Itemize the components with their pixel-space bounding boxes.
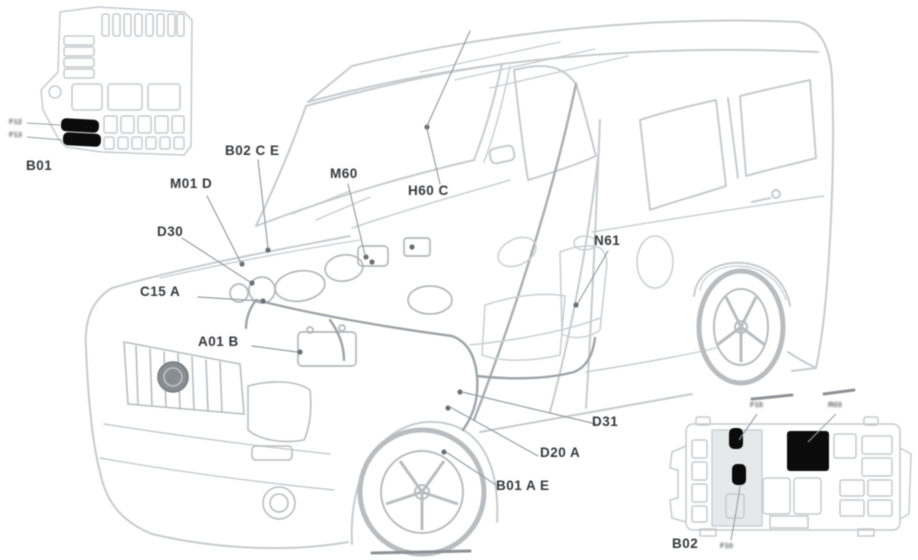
component-label-h60c: H60 C (408, 183, 449, 198)
inset-label-b02: B02 (672, 536, 699, 551)
connector-points (239, 124, 579, 455)
b01-highlighted-fuse-1 (60, 118, 100, 133)
front-seat (559, 245, 608, 339)
fog-lamp (262, 486, 296, 520)
fusebox-b02-inset (669, 413, 912, 541)
side-mirror (488, 144, 516, 165)
interior-sketch (351, 179, 674, 361)
fuse-ref-label: F15 (750, 400, 763, 409)
component-label-m60: M60 (330, 166, 358, 181)
rear-quarter-window (739, 79, 817, 177)
b01-relay-row (71, 83, 181, 111)
rear-wheel (696, 268, 786, 386)
component-label-n61: N61 (594, 233, 621, 248)
headlight (247, 381, 312, 443)
front-wheel (357, 427, 487, 557)
fuse-ref-label: R03 (828, 400, 842, 409)
b01-highlighted-fuse-2 (62, 132, 102, 147)
b02-ref-leaders (730, 413, 837, 541)
battery (297, 331, 357, 367)
b02-highlighted-relay (787, 431, 829, 471)
door-handle (751, 197, 771, 203)
b01-bottom-slats (103, 136, 185, 150)
front-wheel-spokes (385, 460, 459, 530)
b01-ref-leaders (26, 122, 63, 141)
component-label-c15a: C15 A (140, 284, 181, 299)
fuse-ref-label: F10 (720, 541, 733, 550)
component-label-b02ce: B02 C E (225, 143, 280, 158)
engine-bay-components (229, 237, 453, 367)
b02-highlighted-fuse-1 (729, 428, 743, 449)
sliding-door-window (639, 99, 727, 211)
component-label-b01ae: B01 A E (496, 478, 550, 493)
callout-leaders (181, 30, 609, 486)
b01-top-slats (101, 13, 185, 37)
fuse-ref-label: F12 (9, 117, 22, 126)
b01-left-fuse-stack (63, 35, 95, 79)
rear-wheel-spokes (716, 296, 766, 362)
ground-shadows (370, 388, 856, 555)
b02-left-slot-column (691, 439, 708, 523)
component-label-d31: D31 (592, 414, 619, 429)
fusebox-b01-inset (26, 6, 193, 156)
b02-relay-row (762, 477, 822, 515)
component-label-m01d: M01 D (170, 176, 213, 191)
fuse-ref-label: F13 (9, 130, 22, 139)
brand-logo (157, 361, 189, 393)
wiring-harness (244, 298, 597, 432)
inset-label-b01: B01 (26, 158, 53, 173)
rear-seat (481, 293, 566, 361)
component-label-d30: D30 (157, 224, 184, 239)
b02-right-grid (839, 435, 893, 517)
front-grille (123, 341, 312, 520)
component-label-d20a: D20 A (540, 445, 581, 460)
b01-small-fuse-row (103, 115, 185, 134)
component-label-a01b: A01 B (198, 334, 239, 349)
b02-highlighted-fuse-2 (732, 464, 746, 485)
steering-wheel (497, 236, 537, 268)
